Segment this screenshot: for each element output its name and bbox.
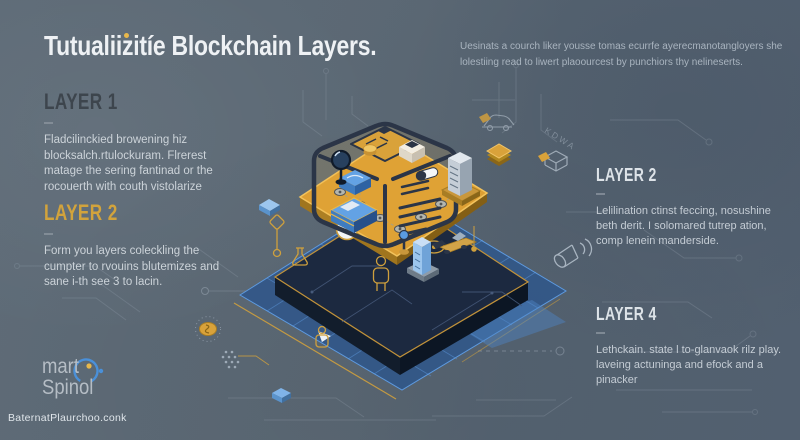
coin-stack-icon <box>363 144 377 156</box>
heading-divider <box>596 193 605 195</box>
blue-box-left-icon <box>259 199 280 216</box>
blue-block-icon <box>339 170 371 195</box>
layer-4-body: Lethckain. state l to-glanvaok rilz play… <box>596 344 782 386</box>
layer-1-heading: LAYER 1 <box>44 89 118 114</box>
logo-mark-icon <box>73 358 104 384</box>
page-title: Tutualiizitíe Blockchain Layers. <box>44 30 377 61</box>
heading-divider <box>44 122 53 124</box>
server-tower-blue-icon <box>407 237 439 282</box>
layer-2-right-heading: LAYER 2 <box>596 165 657 185</box>
car-sketch-icon <box>479 113 515 132</box>
person-outline-small-icon <box>315 325 329 348</box>
section-layer-4: LAYER 4 Lethckain. state l to-glanvaok r… <box>596 304 786 388</box>
circuit-lines-icon <box>14 62 758 421</box>
knob-icon <box>398 229 410 255</box>
heading-divider <box>44 233 53 235</box>
section-layer-2-left: LAYER 2 Form you layers coleckling the c… <box>44 200 221 291</box>
magnifier-icon <box>330 149 352 185</box>
heading-divider <box>596 332 605 334</box>
wireframe-cube-icon <box>311 121 459 255</box>
title-accent-dot <box>124 33 129 38</box>
blue-block-large-icon <box>329 197 379 233</box>
brand-logo: mart Spinol <box>42 356 93 399</box>
blue-box-small-icon <box>272 388 291 403</box>
section-layer-1: LAYER 1 Fladcilinckied browening hiz blo… <box>44 89 216 196</box>
document-lines-icon <box>398 179 442 237</box>
gold-accent-lines <box>233 298 561 400</box>
megaphone-icon <box>553 238 593 268</box>
logo-line-1: mart <box>42 355 79 378</box>
layer-1-body: Fladcilinckied browening hiz blocksalch.… <box>44 134 213 193</box>
cream-box-icon <box>399 140 425 163</box>
footer-credit: BaternatPlaurchoo.conk <box>8 412 127 424</box>
layer-mid-navy <box>273 197 530 375</box>
coin-icon <box>195 316 221 342</box>
server-tower-gray-icon <box>440 152 482 206</box>
person-outline-icon <box>372 255 390 291</box>
watermark-text: KDWA <box>543 125 578 152</box>
layer-4-heading: LAYER 4 <box>596 304 657 324</box>
layer-2-left-body: Form you layers coleckling the cumpter t… <box>44 245 220 289</box>
dot-cluster-icon <box>221 350 240 369</box>
flask-icon <box>292 247 308 266</box>
intro-paragraph: Uesinats a courch liker yousse tomas ecu… <box>460 41 783 68</box>
drone-icon <box>432 232 478 254</box>
capsule-icon <box>415 167 439 181</box>
cube-outline-icon <box>538 150 569 172</box>
logo-line-2: Spinol <box>42 376 94 400</box>
dashed-connector <box>201 287 565 356</box>
layer-2-right-body: Lelilination ctinst feccing, nosushine b… <box>596 205 771 247</box>
layer-2-left-heading: LAYER 2 <box>44 200 118 225</box>
chip-icon <box>486 143 512 166</box>
section-layer-2-right: LAYER 2 Lelilination ctinst feccing, nos… <box>596 165 786 249</box>
cube-node-icon <box>269 214 285 258</box>
